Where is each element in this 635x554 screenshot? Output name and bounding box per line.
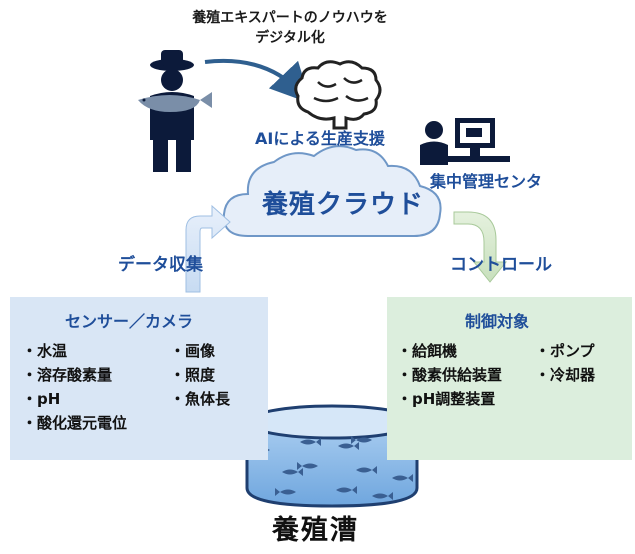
- data-collection-label: データ収集: [118, 255, 203, 275]
- control-panel-title: 制御対象: [465, 312, 530, 331]
- knowhow-arrow: [204, 58, 312, 104]
- control-target-panel: 制御対象 ・給餌機 ・酸素供給装置 ・pH調整装置 ・ポンプ ・冷却器: [387, 297, 632, 460]
- sensor-item: ・水温: [22, 342, 68, 360]
- brain-icon: [294, 60, 382, 130]
- fish-icon: [300, 438, 321, 446]
- expert-caption-line2: デジタル化: [255, 30, 325, 46]
- control-arrow: [453, 211, 508, 283]
- fish-icon: [351, 436, 372, 444]
- sensor-item: ・pH: [22, 390, 61, 408]
- tank-label: 養殖漕: [272, 515, 359, 546]
- management-center-label: 集中管理センタ: [430, 172, 543, 191]
- sensor-panel: センサー／カメラ ・水温 ・溶存酸素量 ・pH ・酸化還元電位 ・画像 ・照度 …: [10, 297, 268, 460]
- management-center-icon: [420, 118, 510, 165]
- sensor-item: ・画像: [170, 342, 216, 360]
- control-item: ・給餌機: [397, 342, 458, 360]
- sensor-item: ・魚体長: [170, 390, 231, 408]
- sensor-item: ・照度: [170, 366, 216, 384]
- control-item: ・冷却器: [535, 366, 596, 384]
- fish-tank-icon: [245, 404, 419, 508]
- fish-icon: [275, 488, 296, 496]
- sensor-item: ・酸化還元電位: [22, 414, 128, 432]
- sensor-panel-title: センサー／カメラ: [65, 312, 194, 331]
- fish-icon: [297, 462, 318, 470]
- fish-icon: [336, 486, 357, 494]
- fisherman-icon: [138, 50, 212, 172]
- cloud-label: 養殖クラウド: [262, 190, 425, 220]
- control-label: コントロール: [450, 255, 552, 275]
- fish-icon: [282, 468, 303, 476]
- control-item: ・pH調整装置: [397, 390, 496, 408]
- sensor-item: ・溶存酸素量: [22, 366, 113, 384]
- fish-icon: [338, 442, 359, 450]
- fish-icon: [372, 492, 393, 500]
- control-item: ・ポンプ: [535, 342, 595, 360]
- data-collection-arrow: [185, 204, 231, 293]
- expert-caption: 養殖エキスパートのノウハウを デジタル化: [170, 8, 410, 48]
- fish-icon: [356, 466, 377, 474]
- fish-icon: [392, 474, 413, 482]
- control-item: ・酸素供給装置: [397, 366, 503, 384]
- ai-support-label: AIによる生産支援: [255, 129, 385, 148]
- expert-caption-line1: 養殖エキスパートのノウハウを: [192, 10, 388, 26]
- cloud-shape: [222, 145, 442, 237]
